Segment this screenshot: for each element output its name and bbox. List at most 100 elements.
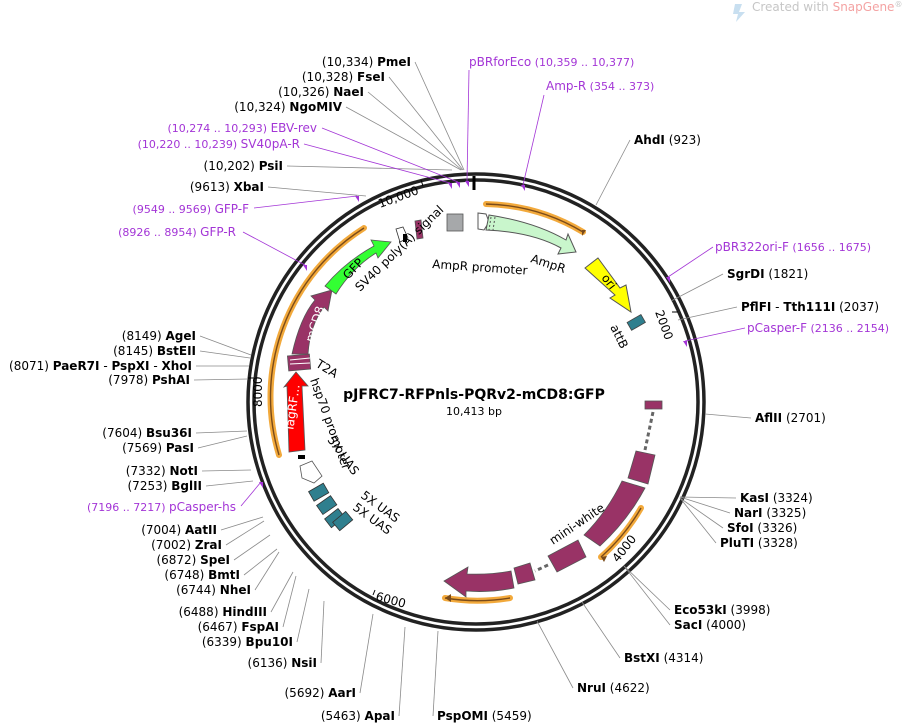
site-bstxi[interactable]: BstXI (4314) <box>581 601 703 665</box>
gfp-feature[interactable] <box>324 239 392 295</box>
uas-box-1[interactable] <box>308 482 330 502</box>
site-label: (6136) NsiI <box>248 656 317 670</box>
site-bmti[interactable]: (6748) BmtI <box>164 548 278 582</box>
site-label: PspOMI (5459) <box>437 709 532 723</box>
orf-arcs <box>267 201 644 604</box>
site-pflfi[interactable]: PflFI - Tth111I (2037) <box>677 300 879 321</box>
site-label: BstXI (4314) <box>624 651 703 665</box>
mini-white-exon-6[interactable] <box>443 566 515 598</box>
ampr-feature[interactable] <box>485 214 577 255</box>
site-spei[interactable]: (6872) SpeI <box>156 534 271 567</box>
primer-gfp-f[interactable]: (9549 .. 9569) GFP-F <box>133 195 359 216</box>
site-nsii[interactable]: (6136) NsiI <box>248 600 325 670</box>
ori-feature[interactable] <box>584 257 632 314</box>
primer-gfp-r[interactable]: (8926 .. 8954) GFP-R <box>118 225 307 271</box>
site-pasi[interactable]: (7569) PasI <box>122 435 248 455</box>
primer-amp-r[interactable]: Amp-R (354 .. 373) <box>521 79 654 191</box>
site-nari[interactable]: NarI (3325) <box>679 496 806 520</box>
primer-pbrforeco[interactable]: pBRforEco (10,359 .. 10,377) <box>465 55 634 187</box>
orf-arc-bottom-arrow <box>445 594 451 602</box>
mini-white-exon-2[interactable] <box>627 450 656 485</box>
site-saci[interactable]: SacI (4000) <box>623 565 746 632</box>
mini-white-exon-3[interactable] <box>583 480 646 547</box>
site-fsei[interactable]: (10,328) FseI <box>302 70 464 171</box>
site-paer7i[interactable]: (8071) PaeR7I - PspXI - XhoI <box>9 359 249 373</box>
site-hindiii[interactable]: (6488) HindIII <box>179 571 294 619</box>
primer-pcasper-hs[interactable]: (7196 .. 7217) pCasper-hs <box>87 481 263 514</box>
site-apai[interactable]: (5463) ApaI <box>321 626 406 723</box>
site-bsu36i[interactable]: (7604) Bsu36I <box>102 426 248 440</box>
hsp70-promoter-feature[interactable] <box>299 460 323 484</box>
ampr-promoter-label: AmpR promoter <box>432 257 528 278</box>
t2a-feature[interactable] <box>286 353 312 372</box>
site-xbai[interactable]: (9613) XbaI <box>190 180 367 197</box>
site-label: (8145) BstEII <box>113 344 196 358</box>
site-ngomiv[interactable]: (10,324) NgoMIV <box>234 100 462 171</box>
site-aatii[interactable]: (7004) AatII <box>141 516 264 537</box>
tick-label: 2000 <box>652 308 676 341</box>
features <box>282 212 663 598</box>
site-pspomi[interactable]: PspOMI (5459) <box>432 630 532 723</box>
site-bsteii[interactable]: (8145) BstEII <box>113 344 251 359</box>
site-aflii[interactable]: AflII (2701) <box>704 411 826 425</box>
site-sgrdi[interactable]: SgrDI (1821) <box>670 267 808 302</box>
site-label: (7569) PasI <box>122 441 194 455</box>
site-label: (10,202) PsiI <box>204 159 283 173</box>
site-nhei[interactable]: (6744) NheI <box>176 551 280 597</box>
site-aari[interactable]: (5692) AarI <box>285 613 374 700</box>
primer-sv40pa-r[interactable]: (10,220 .. 10,239) SV40pA-R <box>138 137 452 189</box>
site-label: (8071) PaeR7I - PspXI - XhoI <box>9 359 192 373</box>
ampr-label: AmpR <box>529 252 567 276</box>
primer-label: (8926 .. 8954) GFP-R <box>118 225 236 239</box>
tick-label: 8000 <box>251 376 265 407</box>
orf-arc-ampr-line <box>485 203 584 233</box>
site-nrui[interactable]: NruI (4622) <box>536 620 650 695</box>
watermark: Created with SnapGene® <box>733 0 902 22</box>
hsp70-marker <box>298 455 305 459</box>
site-psii[interactable]: (10,202) PsiI <box>204 159 453 173</box>
orf-arc-left-line <box>269 227 365 456</box>
site-label: (8149) AgeI <box>122 329 196 343</box>
site-zrai[interactable]: (7002) ZraI <box>151 520 265 552</box>
primer-ebv-rev[interactable]: (10,274 .. 10,293) EBV-rev <box>168 121 460 188</box>
primer-arrow-icon <box>521 185 525 191</box>
site-agei[interactable]: (8149) AgeI <box>122 329 252 356</box>
site-sfoi[interactable]: SfoI (3326) <box>679 497 797 535</box>
uas-box-4[interactable] <box>332 510 354 532</box>
orf-arc-ampr-arrow <box>582 230 586 236</box>
plasmid-name: pJFRC7-RFPnls-PQRv2-mCD8:GFP <box>343 387 605 403</box>
mini-white-exon-5[interactable] <box>513 562 536 585</box>
mini-white-exon-1[interactable] <box>644 400 663 410</box>
site-bglii[interactable]: (7253) BglII <box>128 479 254 493</box>
site-label: (10,334) PmeI <box>322 55 411 69</box>
site-label: PflFI - Tth111I (2037) <box>741 300 879 314</box>
primer-arrow-icon <box>259 482 263 488</box>
primer-arrow-icon <box>355 196 359 202</box>
primer-pcasper-f[interactable]: pCasper-F (2136 .. 2154) <box>683 321 889 347</box>
site-fspai[interactable]: (6467) FspAI <box>198 575 297 634</box>
tagrfp-feature[interactable] <box>282 371 309 453</box>
site-kasi[interactable]: KasI (3324) <box>679 491 813 505</box>
sv40-label: SV40 poly(A) signal <box>352 203 446 294</box>
site-pmei[interactable]: (10,334) PmeI <box>322 55 465 171</box>
site-eco53ki[interactable]: Eco53kI (3998) <box>623 565 770 617</box>
site-bpu10i[interactable]: (6339) Bpu10I <box>202 588 310 649</box>
primer-pbr322ori-f[interactable]: pBR322ori-F (1656 .. 1675) <box>666 240 871 283</box>
site-pshai[interactable]: (7978) PshAI <box>108 373 249 387</box>
mini-white-exon-4[interactable] <box>547 539 587 573</box>
site-label: SfoI (3326) <box>727 521 797 535</box>
grey-feature[interactable] <box>446 213 464 232</box>
site-label: (6488) HindIII <box>179 605 267 619</box>
site-label: (10,326) NaeI <box>278 85 364 99</box>
site-naei[interactable]: (10,326) NaeI <box>278 85 463 171</box>
mcd8-feature[interactable] <box>291 289 333 355</box>
plasmid-length: 10,413 bp <box>446 405 502 418</box>
site-label: (7604) Bsu36I <box>102 426 192 440</box>
uas-box-2[interactable] <box>316 495 338 516</box>
small-feature[interactable] <box>414 219 424 240</box>
attb-feature[interactable] <box>626 313 646 331</box>
tick-10000: 10,000 <box>376 179 424 211</box>
site-ahdi[interactable]: AhdI (923) <box>595 133 701 206</box>
site-pluti[interactable]: PluTI (3328) <box>679 497 798 550</box>
site-noti[interactable]: (7332) NotI <box>126 464 252 478</box>
